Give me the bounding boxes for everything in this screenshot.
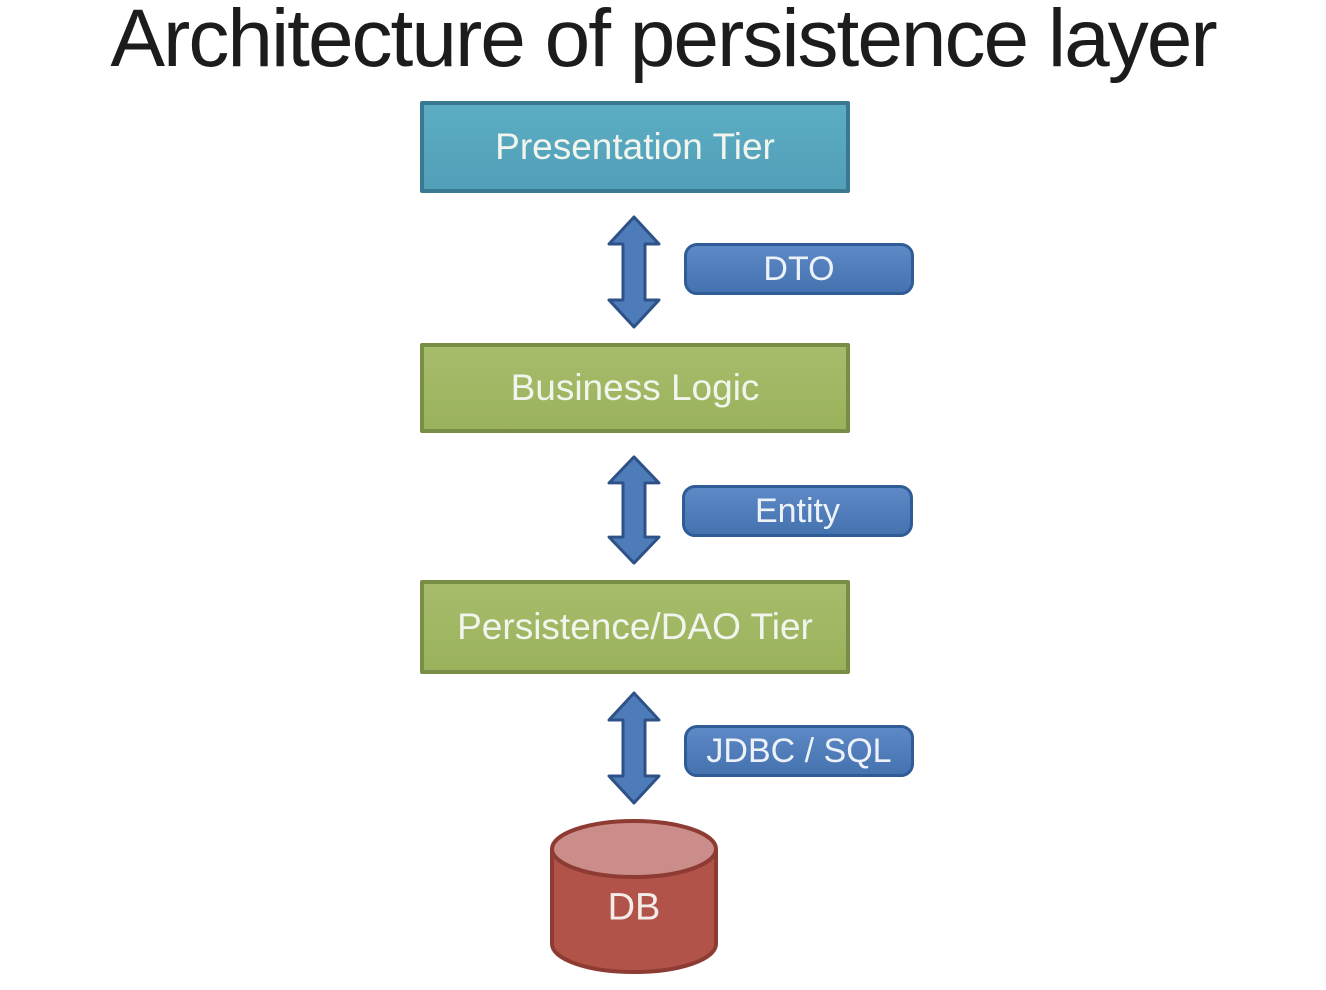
tier-box-business: Business Logic [420,343,850,433]
database-label: DB [607,886,661,929]
connector-pill-dto: DTO [684,243,914,295]
connector-pill-jdbc-sql: JDBC / SQL [684,725,914,777]
double-arrow-icon [607,215,661,329]
connector-label-dto: DTO [763,249,835,288]
tier-label-business: Business Logic [510,367,760,408]
connector-label-entity: Entity [754,491,841,530]
tier-box-persistence: Persistence/DAO Tier [420,580,850,674]
tier-label-presentation: Presentation Tier [495,126,775,167]
connector-label-jdbc-sql: JDBC / SQL [706,731,892,770]
double-arrow-icon [607,691,661,805]
connector-pill-entity: Entity [682,485,913,537]
tier-label-persistence: Persistence/DAO Tier [457,606,813,647]
database-cylinder-shape [550,819,718,974]
tier-box-presentation: Presentation Tier [420,101,850,193]
database-cylinder-icon: DB [548,816,720,978]
page-title: Architecture of persistence layer [110,0,1217,84]
double-arrow-icon [607,455,661,565]
